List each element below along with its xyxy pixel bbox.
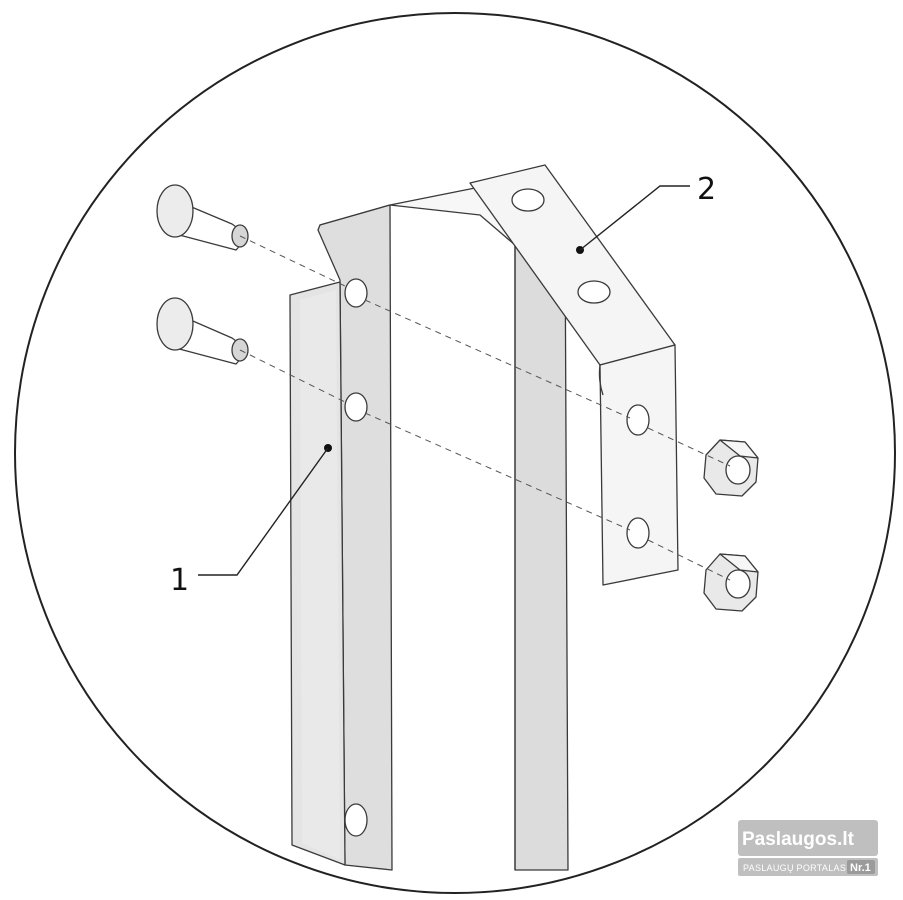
bolt-top: [156, 184, 249, 251]
post-hole-3: [344, 803, 368, 837]
watermark-title: Paslaugos.lt: [742, 829, 855, 850]
watermark-logo: Paslaugos.lt PASLAUGŲ PORTALAS Nr.1: [738, 820, 878, 876]
watermark-badge: Nr.1: [850, 862, 871, 874]
post-hole-2: [344, 392, 368, 422]
bolt-bottom: [156, 297, 249, 365]
nut-bottom: [703, 553, 759, 612]
watermark-subtitle: PASLAUGŲ PORTALAS: [743, 863, 846, 873]
assembly-guides: [239, 235, 731, 581]
nut-top: [703, 439, 759, 497]
callout-1: 1: [170, 444, 332, 598]
bracket-hole-1: [511, 188, 545, 212]
callout-1-label: 1: [170, 563, 189, 598]
detail-circle: [14, 12, 896, 894]
channel-post: [289, 184, 569, 871]
bracket-hole-2: [577, 280, 611, 304]
post-hole-1: [344, 278, 368, 308]
bracket-hole-4: [626, 517, 650, 549]
callout-2: 2: [576, 172, 716, 254]
bracket-hole-3: [626, 404, 650, 436]
callout-2-label: 2: [697, 172, 716, 207]
